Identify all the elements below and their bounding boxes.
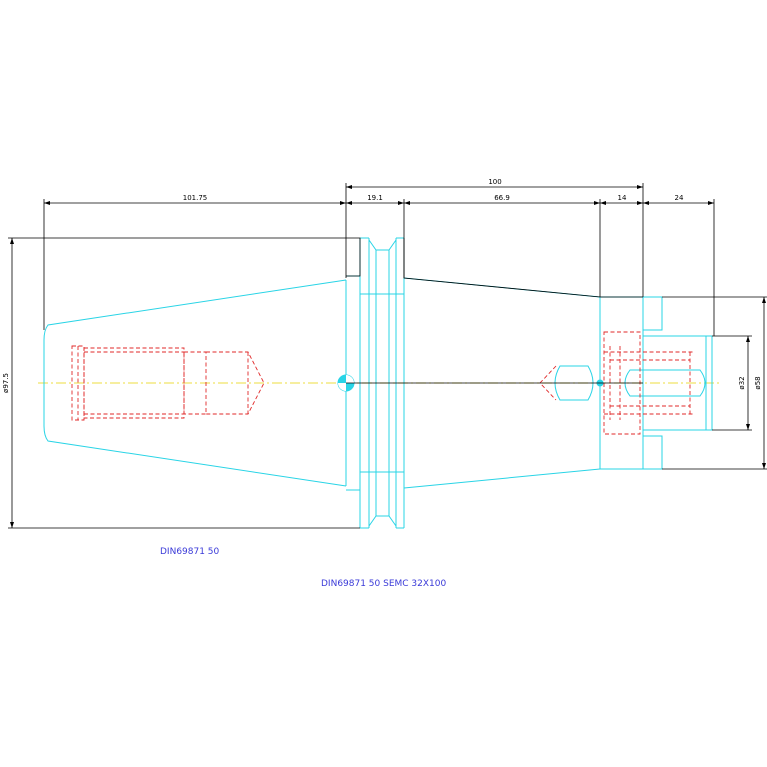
assembly-label: DIN69871 50 SEMC 32X100 [321,579,447,589]
dim-19-1: 19.1 [367,194,383,202]
dim-14: 14 [618,194,627,202]
dim-66-9: 66.9 [494,194,510,202]
dim-dia-58: ø58 [754,376,762,389]
holder-outline [43,237,713,529]
dimension-lines [8,183,767,529]
dim-101-75: 101.75 [183,194,208,202]
dim-24: 24 [675,194,684,202]
taper-label: DIN69871 50 [160,547,220,557]
dim-dia-32: ø32 [738,376,746,389]
dim-100: 100 [488,178,501,186]
dim-dia-97-5: ø97.5 [2,373,10,393]
